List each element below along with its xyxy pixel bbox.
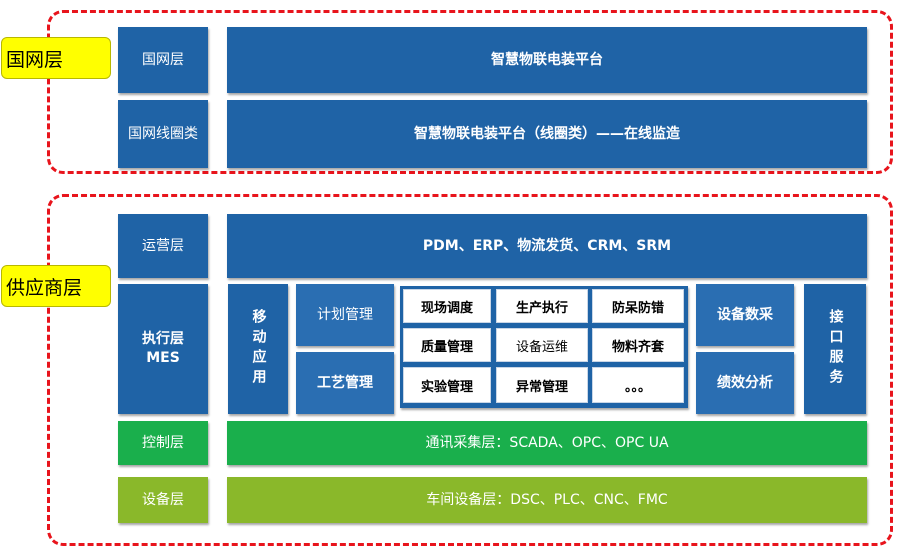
national-layer-tag: 国网层 [1, 37, 111, 79]
grid-cell-lab-management: 实验管理 [403, 367, 491, 403]
smart-iot-platform: 智慧物联电装平台 [227, 27, 867, 93]
grid-cell-field-dispatch: 现场调度 [403, 289, 491, 323]
grid-cell-quality-management: 质量管理 [403, 328, 491, 362]
grid-cell-equipment-maintenance: 设备运维 [496, 328, 588, 362]
control-layer-label: 控制层 [118, 421, 208, 465]
grid-cell-material-kitting: 物料齐套 [592, 328, 684, 362]
plan-management-box: 计划管理 [296, 284, 394, 346]
mobile-app-box: 移动应用 [228, 284, 288, 414]
grid-cell-production-execution: 生产执行 [496, 289, 588, 323]
supplier-layer-region [47, 194, 893, 546]
mobile-app-label: 移动应用 [250, 309, 267, 389]
execution-layer-mes-label: 执行层 MES [118, 284, 208, 414]
grid-cell-exception-management: 异常管理 [496, 367, 588, 403]
equipment-data-collection-box: 设备数采 [696, 284, 794, 346]
interface-service-box: 接口服务 [804, 284, 866, 414]
workshop-device-layer: 车间设备层：DSC、PLC、CNC、FMC [227, 477, 867, 523]
grid-cell-ellipsis: 。。。 [592, 367, 684, 403]
grid-cell-error-proofing: 防呆防错 [592, 289, 684, 323]
interface-service-label: 接口服务 [827, 309, 844, 389]
national-coil-label: 国网线圈类 [118, 100, 208, 168]
performance-analysis-box: 绩效分析 [696, 352, 794, 414]
process-management-box: 工艺管理 [296, 352, 394, 414]
national-grid-label: 国网层 [118, 27, 208, 93]
operation-systems: PDM、ERP、物流发货、CRM、SRM [227, 214, 867, 278]
mes-function-grid: 现场调度 生产执行 防呆防错 质量管理 设备运维 物料齐套 实验管理 异常管理 … [400, 286, 688, 408]
operation-layer-label: 运营层 [118, 214, 208, 278]
supplier-layer-tag: 供应商层 [1, 265, 111, 307]
national-layer-region [47, 10, 893, 174]
device-layer-label: 设备层 [118, 477, 208, 523]
coil-online-monitoring-platform: 智慧物联电装平台（线圈类）——在线监造 [227, 100, 867, 168]
communication-collection-layer: 通讯采集层：SCADA、OPC、OPC UA [227, 421, 867, 465]
